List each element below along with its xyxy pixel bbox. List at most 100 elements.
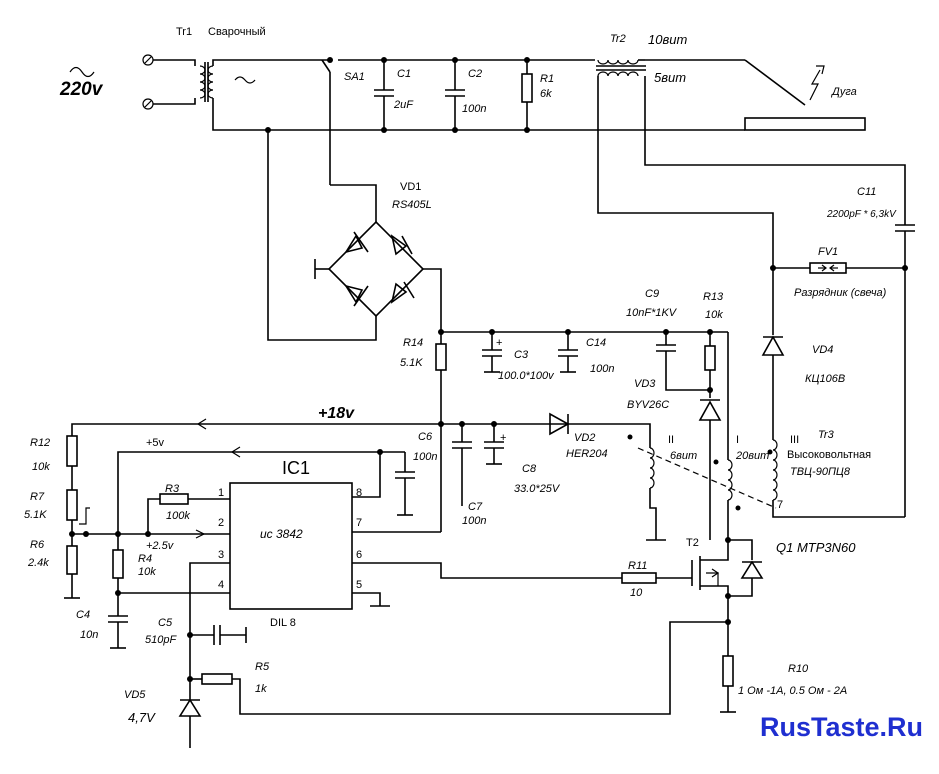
- r14-resistor: [435, 332, 447, 532]
- rail-18v: [71, 418, 497, 436]
- vd4-value: КЦ106В: [805, 373, 845, 385]
- r10-value: 1 Ом -1А, 0.5 Ом - 2А: [738, 685, 847, 697]
- tr3-transformer: [441, 423, 778, 541]
- junction-dots-top: [265, 57, 530, 133]
- vd3-diode: [698, 399, 722, 540]
- q1-label: Q1 MTP3N60: [776, 540, 856, 555]
- vd1-label: VD1: [400, 181, 421, 193]
- r3-value: 100k: [166, 510, 190, 522]
- vd4-fv1-c11: [761, 224, 915, 518]
- c5-value: 510pF: [145, 634, 177, 646]
- arc-label: Дуга: [830, 86, 857, 98]
- r5-vd5: [178, 621, 728, 748]
- r12-label: R12: [30, 437, 50, 449]
- r3-label: R3: [165, 483, 180, 495]
- vd3-label: VD3: [634, 378, 656, 390]
- c1-capacitor: [374, 60, 394, 130]
- ic1-pin2: 2: [218, 517, 224, 529]
- c9-value: 10nF*1KV: [626, 307, 678, 319]
- ic1-pin8: 8: [356, 487, 362, 499]
- r11-value: 10: [630, 587, 643, 599]
- hv-rail: [438, 329, 728, 335]
- ic1-chip: [189, 482, 622, 700]
- r14-value: 5.1K: [400, 357, 423, 369]
- c14-value: 100n: [590, 363, 614, 375]
- winding-III-label: III: [790, 434, 799, 446]
- vd3-value: BYV26C: [627, 399, 669, 411]
- r7-label: R7: [30, 491, 45, 503]
- tr2-winding2: 5вит: [654, 70, 686, 85]
- c7-c8-capacitors: [452, 424, 504, 506]
- c5-label: C5: [158, 617, 173, 629]
- r1-label: R1: [540, 73, 554, 85]
- tr3-label: Tr3: [818, 429, 835, 441]
- tr1-label: Tr1: [176, 26, 192, 38]
- r11-label: R11: [628, 560, 647, 572]
- r5-value: 1k: [255, 683, 267, 695]
- c6-label: C6: [418, 431, 433, 443]
- t2-label: T2: [686, 537, 699, 549]
- winding-7-label: 7: [777, 499, 783, 511]
- arc-symbol: [809, 65, 825, 101]
- c2-label: C2: [468, 68, 482, 80]
- c11-value: 2200pF * 6,3kV: [826, 209, 897, 220]
- mains-input: [69, 54, 196, 110]
- c8-plus: +: [500, 432, 506, 444]
- ic1-pin5: 5: [356, 579, 362, 591]
- labels: 220v Tr1 Сварочный SA1 C1 2uF C2 100n R1…: [24, 26, 897, 725]
- r12-value: 10k: [32, 461, 50, 473]
- r12-r7-r6-divider: [64, 435, 206, 599]
- r13-value: 10k: [705, 309, 723, 321]
- mains-voltage-label: 220v: [59, 79, 104, 100]
- r14-label: R14: [403, 337, 423, 349]
- vd2-diode: [549, 412, 570, 436]
- r5-label: R5: [255, 661, 270, 673]
- tr3-name: Высоковольтная: [787, 449, 871, 461]
- vd5-label: VD5: [124, 689, 146, 701]
- fv1-value: Разрядник (свеча): [794, 287, 887, 299]
- c4-value: 10n: [80, 629, 98, 641]
- r13-resistor: [704, 332, 716, 398]
- c2-value: 100n: [462, 103, 486, 115]
- sa1-label: SA1: [344, 71, 365, 83]
- power-rails: [268, 59, 866, 131]
- c2-capacitor: [445, 60, 465, 130]
- r6-label: R6: [30, 539, 45, 551]
- c14-label: C14: [586, 337, 606, 349]
- r6-value: 2.4k: [27, 557, 49, 569]
- ic1-pin4: 4: [218, 579, 224, 591]
- r10-label: R10: [788, 663, 809, 675]
- vd5-value: 4,7V: [128, 710, 156, 725]
- c11-label: C11: [857, 186, 876, 198]
- c1-value: 2uF: [393, 99, 414, 111]
- q1-mosfet: [691, 537, 764, 625]
- c5-capacitor: [187, 625, 247, 645]
- rail-5v: [117, 446, 415, 550]
- ic1-label: IC1: [282, 458, 310, 478]
- ic1-package: DIL 8: [270, 617, 296, 629]
- sa1-switch: [321, 59, 331, 185]
- c3-capacitor: [482, 332, 502, 373]
- vd1-bridge: [267, 130, 442, 341]
- r1-value: 6k: [540, 88, 552, 100]
- winding-II-label: II: [668, 434, 674, 446]
- vd2-label: VD2: [574, 432, 595, 444]
- winding-I-label: I: [736, 434, 739, 446]
- c4-label: C4: [76, 609, 90, 621]
- c3-value: 100.0*100v: [498, 370, 555, 382]
- tr2-label: Tr2: [610, 33, 626, 45]
- c9-capacitor: [656, 332, 710, 391]
- c6-value: 100n: [413, 451, 437, 463]
- rail-5v-label: +5v: [146, 437, 165, 449]
- c8-label: C8: [522, 463, 537, 475]
- r7-value: 5.1K: [24, 509, 47, 521]
- r11-resistor: [621, 572, 692, 584]
- c9-label: C9: [645, 288, 659, 300]
- vd1-value: RS405L: [392, 199, 432, 211]
- vd4-label: VD4: [812, 344, 833, 356]
- tr3-part: ТВЦ-90ПЦ8: [790, 466, 851, 478]
- c7-label: C7: [468, 501, 483, 513]
- c3-plus: +: [496, 337, 502, 349]
- r4-c4: [108, 531, 230, 649]
